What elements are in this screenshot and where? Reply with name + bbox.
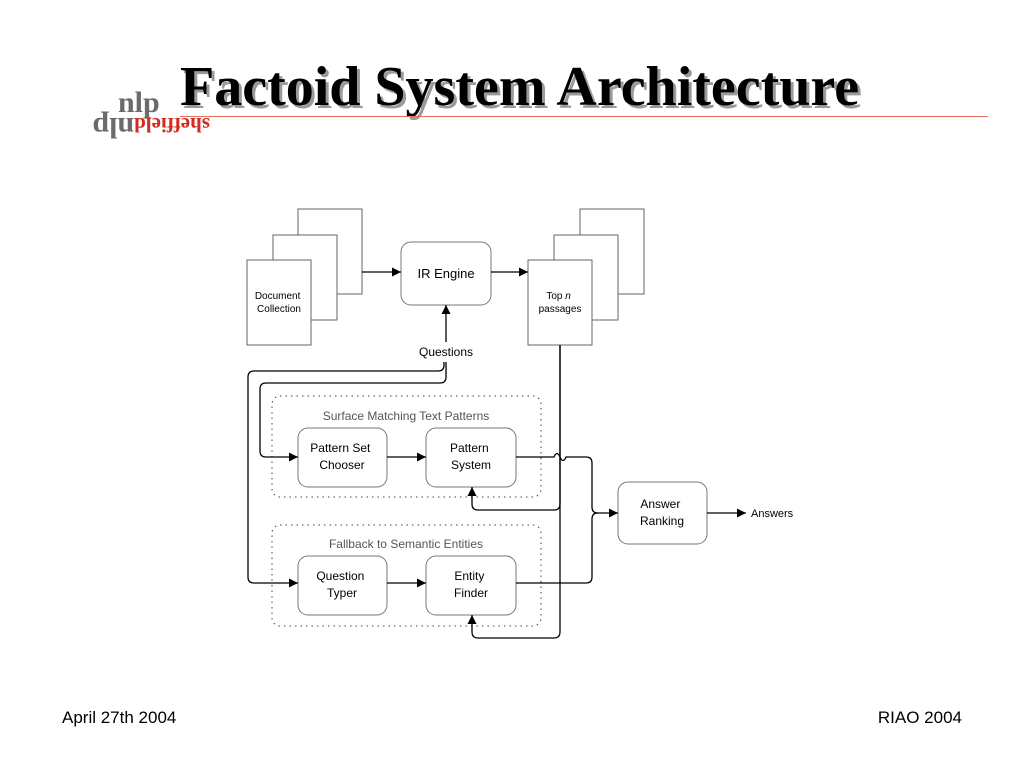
questions-label: Questions	[419, 345, 473, 359]
document-page-front	[246, 259, 312, 346]
title-underline	[180, 116, 988, 117]
connector-pattern-system-to-ranking	[516, 452, 599, 514]
document-collection-label: Document Collection	[255, 291, 303, 315]
slide-title: Factoid System Architecture	[180, 56, 860, 118]
connector-entity-finder-to-ranking	[516, 512, 599, 584]
document-collection-stack	[246, 208, 363, 346]
sheffield-nlp-logo: nlp sheffieldnlp	[40, 88, 220, 150]
answer-ranking-label: Answer Ranking	[640, 497, 684, 528]
arrow-questions-to-pattern-set-chooser	[259, 362, 447, 462]
answer-ranking-box	[617, 481, 708, 545]
surface-matching-group-label: Surface Matching Text Patterns	[323, 409, 490, 423]
question-typer-box	[297, 555, 388, 616]
arrow-questions-to-question-typer	[247, 362, 445, 588]
footer-conference: RIAO 2004	[877, 708, 962, 727]
top-passages-stack	[527, 208, 645, 346]
entity-finder-label: Entity Finder	[454, 569, 488, 600]
top-passages-label: Top n passages	[539, 291, 582, 315]
arrow-passages-to-entity-finder	[467, 345, 561, 639]
ir-engine-label: IR Engine	[417, 266, 474, 281]
fallback-group	[271, 524, 542, 627]
question-typer-label: Question Typer	[316, 569, 367, 600]
pattern-system-label: Pattern System	[450, 441, 492, 472]
footer-date: April 27th 2004	[62, 708, 177, 727]
logo-nlp-text: nlp	[118, 86, 160, 119]
fallback-group-label: Fallback to Semantic Entities	[329, 537, 483, 551]
surface-matching-group	[271, 395, 542, 498]
answers-label: Answers	[751, 508, 794, 520]
passage-page-front	[527, 259, 593, 346]
pattern-set-chooser-label: Pattern Set Chooser	[310, 441, 373, 472]
